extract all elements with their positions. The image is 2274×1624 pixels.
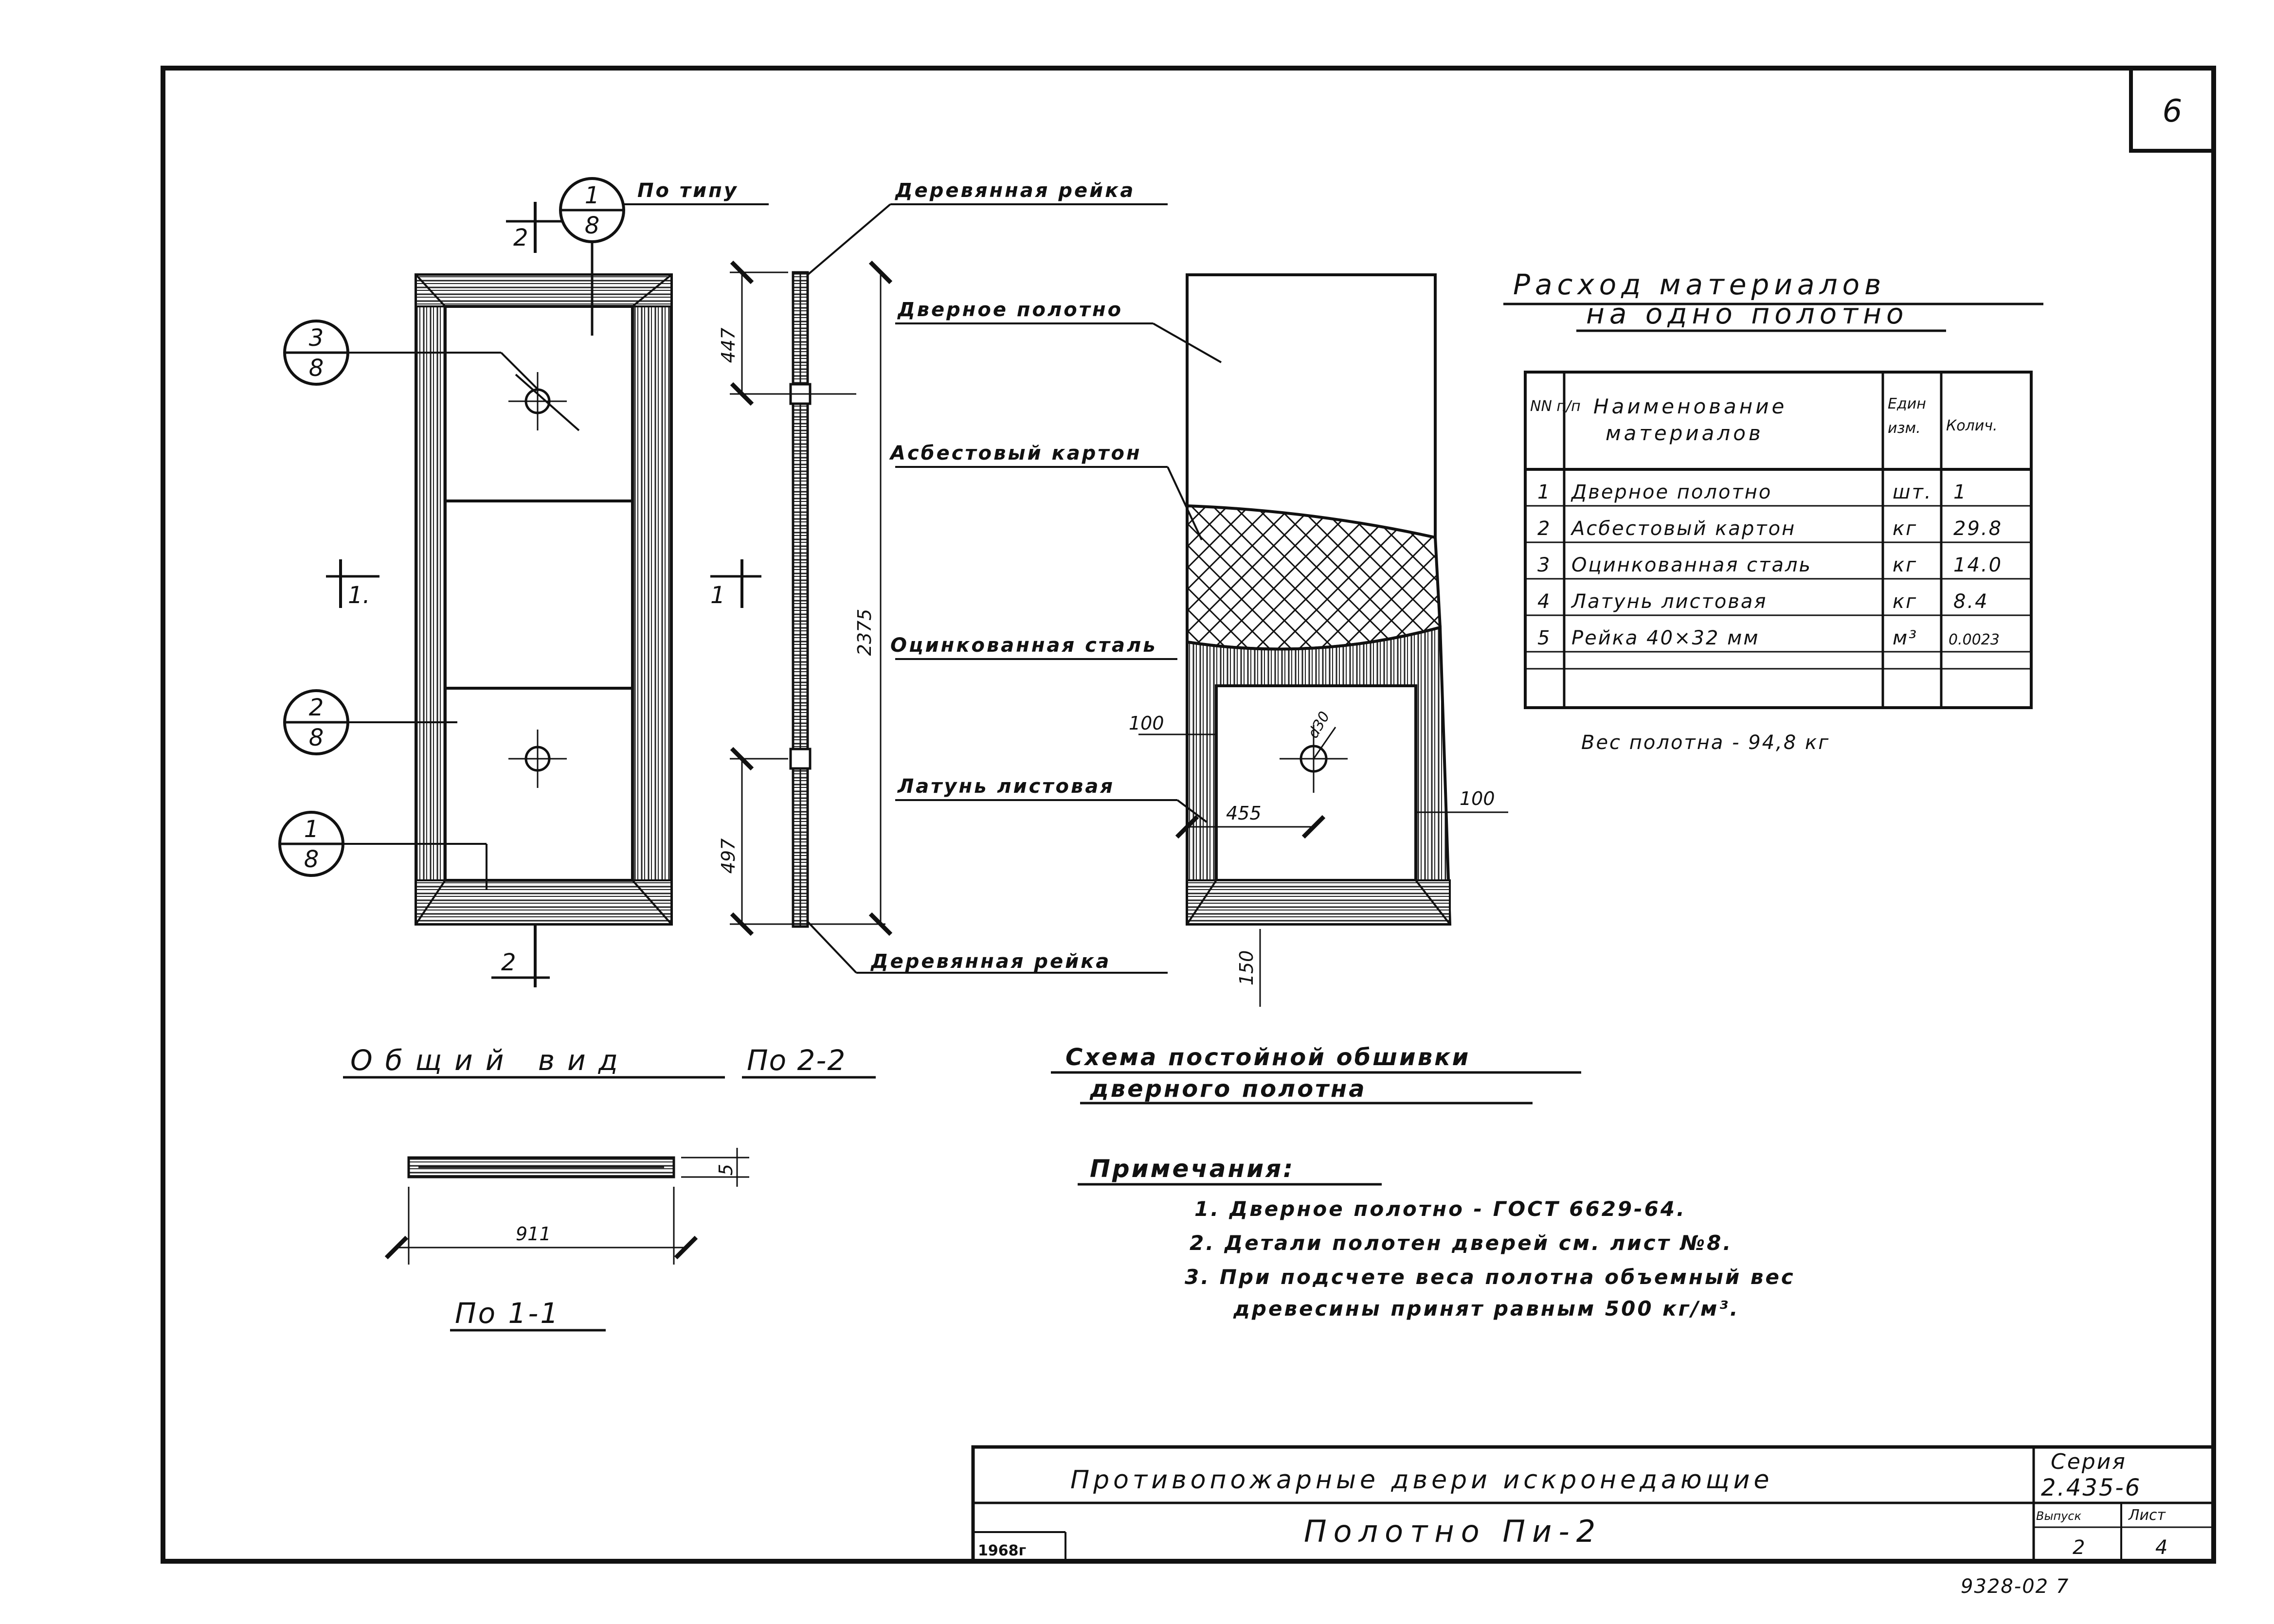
label-po-tipu: По типу [637,179,739,202]
svg-text:2: 2 [513,224,528,251]
svg-text:1.: 1. [348,582,370,609]
row-2-name: Асбестовый картон [1570,518,1796,540]
dim-455: 455 [1226,803,1262,824]
svg-text:Схема постойной обшивки: Схема постойной обшивки [1065,1044,1470,1071]
row-5-qty: 0.0023 [1949,631,2000,648]
dim-100-left: 100 [1129,713,1164,734]
stamp-sheet-name: Полотно Пи-2 [1304,1514,1602,1549]
materials-table: NN п/п Наименование материалов Един изм.… [1524,371,2033,709]
th-qty: Колич. [1946,417,1998,434]
stamp-sheet-label: Лист [2128,1507,2166,1524]
svg-text:1: 1 [585,182,600,209]
notes: Примечания: 1. Дверное полотно - ГОСТ 66… [1078,1155,1795,1321]
th-name-2: материалов [1606,421,1764,445]
title-block: Противопожарные двери искронедающие Поло… [971,1445,2216,1563]
caption-scheme: Схема постойной обшивки дверного полотна [1051,1044,1581,1105]
th-name-1: Наименование [1593,394,1787,418]
row-3-unit: кг [1893,554,1917,576]
row-2-n: 2 [1537,518,1551,540]
label-galv-steel: Оцинкованная сталь [890,634,1157,657]
svg-text:1: 1 [710,582,725,609]
row-4-unit: кг [1893,590,1917,613]
stamp-issue-value: 2 [2073,1536,2086,1559]
row-5-unit: м³ [1893,627,1918,649]
leaf-weight: Вес полотна - 94,8 кг [1581,732,1830,754]
row-3-n: 3 [1537,554,1551,576]
dim-447: 447 [718,328,739,363]
footer-code: 9328-02 7 [1961,1575,2069,1598]
row-1-name: Дверное полотно [1570,481,1772,503]
cladding-scheme: d30 100 455 100 150 [895,273,1508,1007]
caption-po-1-1: По 1-1 [455,1297,560,1330]
section-mark-1-left: 1. [326,559,379,609]
materials-section: Расход материалов на одно полотно NN п/п… [1503,268,2043,754]
dim-150: 150 [1236,950,1257,986]
svg-text:По 2-2: По 2-2 [747,1044,846,1077]
row-4-qty: 8.4 [1953,590,1989,613]
label-brass: Латунь листовая [897,775,1115,798]
notes-title: Примечания: [1090,1155,1295,1183]
dim-911: 911 [516,1223,551,1245]
stamp-series-label: Серия [2051,1449,2127,1474]
row-4-name: Латунь листовая [1570,590,1767,613]
note-1: 1. Дверное полотно - ГОСТ 6629-64. [1194,1197,1686,1221]
materials-title-2: на одно полотно [1586,297,1908,330]
stamp-issue-label: Выпуск [2036,1509,2082,1523]
svg-text:8: 8 [585,212,600,239]
svg-text:2: 2 [501,949,516,976]
section-mark-2-bottom: 2 [491,924,550,987]
row-5-n: 5 [1537,627,1551,649]
row-5-name: Рейка 40×32 мм [1571,627,1760,649]
label-door-leaf: Дверное полотно [897,299,1123,321]
row-2-qty: 29.8 [1953,518,2003,540]
row-1-unit: шт. [1893,481,1932,503]
note-4: древесины принят равным 500 кг/м³. [1233,1297,1740,1321]
svg-text:1: 1 [304,816,319,843]
svg-text:8: 8 [309,355,324,382]
sheet-number-box: 6 [2129,66,2216,153]
svg-text:Общий вид: Общий вид [350,1044,631,1077]
callout-2-8: 2 8 [283,689,457,755]
row-3-qty: 14.0 [1953,554,2003,576]
door-section-2-2: 447 497 2375 [718,203,1168,974]
stamp-sheet-value: 4 [2155,1536,2169,1559]
svg-text:3: 3 [309,324,324,352]
th-num: NN п/п [1530,398,1581,415]
dim-497: 497 [718,839,739,874]
svg-text:8: 8 [304,846,319,873]
label-wood-rail-top: Деревянная рейка [894,179,1135,202]
dim-100-right: 100 [1460,788,1495,809]
note-3: 3. При подсчете веса полотна объемный ве… [1185,1265,1795,1289]
row-1-qty: 1 [1953,481,1967,503]
th-unit-2: изм. [1888,420,1921,437]
th-unit-1: Един [1888,395,1926,412]
row-2-unit: кг [1893,518,1917,540]
row-4-n: 4 [1537,590,1551,613]
door-general-view [415,273,673,926]
svg-text:8: 8 [309,724,324,751]
callout-1-8-bottom: 1 8 [278,811,487,890]
label-asbestos: Асбестовый картон [889,442,1142,464]
caption-general-view: Общий вид По 2-2 [343,1044,876,1079]
stamp-year: 1968г [978,1542,1026,1559]
row-1-n: 1 [1537,481,1551,503]
materials-title-1: Расход материалов [1513,268,1886,301]
section-mark-2-top: 2 [506,202,564,253]
note-2: 2. Детали полотен дверей см. лист №8. [1190,1231,1733,1255]
callout-1-8-top: 1 8 По типу [559,177,769,336]
sheet-number: 6 [2163,93,2183,129]
row-3-name: Оцинкованная сталь [1571,554,1812,576]
label-wood-rail-bottom: Деревянная рейка [870,950,1111,973]
svg-text:дверного полотна: дверного полотна [1089,1075,1367,1103]
dim-2375: 2375 [854,609,875,656]
callout-3-8: 3 8 [283,320,539,390]
section-mark-1-right: 1 [710,559,761,609]
section-1-1: 5 911 По 1-1 [384,1148,749,1332]
stamp-series-value: 2.435-6 [2041,1474,2141,1501]
dim-5: 5 [715,1164,737,1176]
stamp-title: Противопожарные двери искронедающие [1070,1465,1773,1495]
svg-text:2: 2 [309,694,324,721]
